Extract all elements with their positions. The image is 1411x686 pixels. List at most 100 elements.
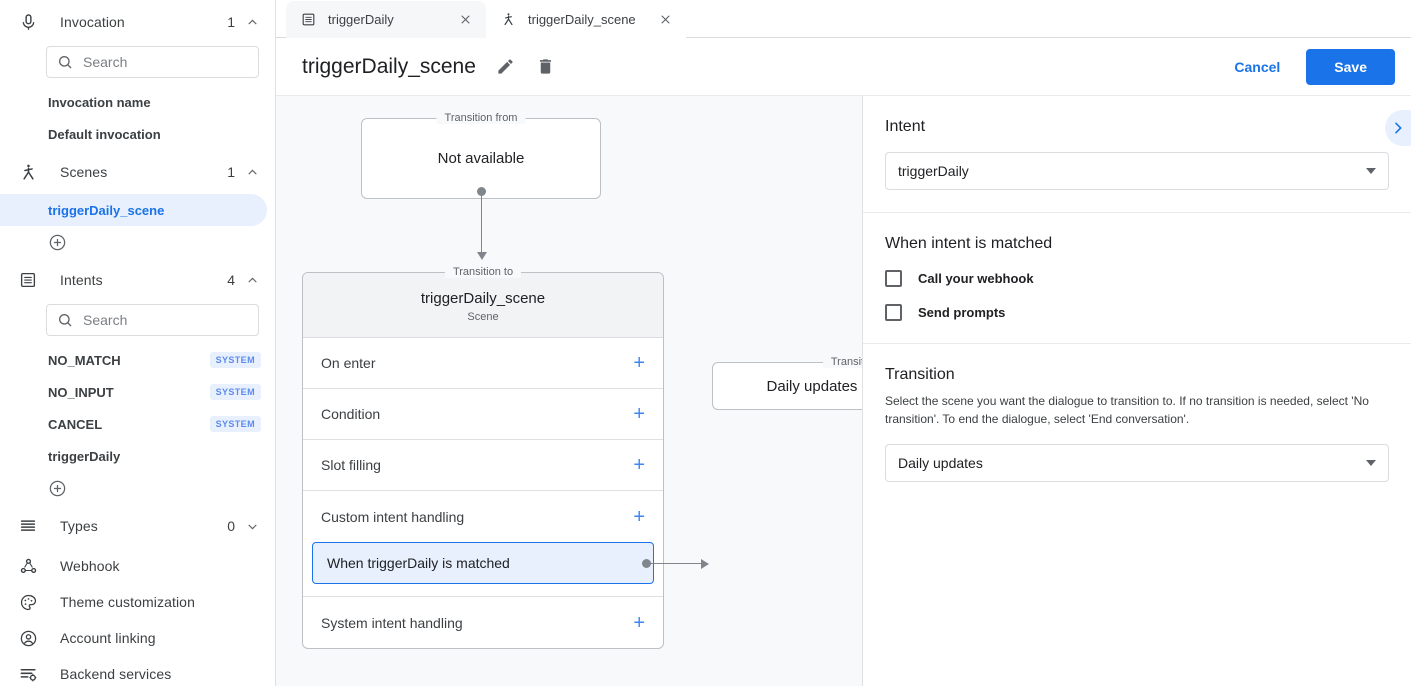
tab-triggerdaily-scene[interactable]: triggerDaily_scene (486, 1, 686, 38)
sidebar-item-webhook[interactable]: Webhook (0, 548, 275, 584)
connector-dot (642, 559, 651, 568)
sidebar-section-scenes-label: Scenes (60, 164, 108, 180)
sidebar-item-intent-label: NO_MATCH (48, 352, 121, 368)
close-icon[interactable] (458, 12, 474, 28)
transition-to-legend: Transition to (822, 356, 862, 368)
sidebar-section-types-label: Types (60, 518, 98, 534)
checkbox-label: Call your webhook (918, 271, 1034, 286)
add-plus-icon[interactable]: + (633, 403, 645, 425)
scene-row-label: On enter (321, 355, 376, 371)
transition-from-node[interactable]: Transition from Not available (361, 112, 601, 199)
invocation-search-input[interactable] (83, 54, 248, 70)
checkbox-send-prompts[interactable] (885, 304, 902, 321)
scene-row-condition[interactable]: Condition + (303, 389, 663, 440)
scene-node-card[interactable]: Transition to triggerDaily_scene Scene O… (302, 266, 664, 649)
transition-select[interactable]: Daily updates (885, 444, 1389, 482)
scene-row-system-intent-handling[interactable]: System intent handling + (303, 597, 663, 648)
chevron-down-icon[interactable] (245, 519, 259, 533)
checkbox-label: Send prompts (918, 305, 1006, 320)
collapse-panel-button[interactable] (1385, 110, 1411, 146)
intent-select[interactable]: triggerDaily (885, 152, 1389, 190)
sidebar-item-backend-services-label: Backend services (60, 666, 172, 682)
scene-row-slot-filling[interactable]: Slot filling + (303, 440, 663, 491)
scenes-icon (500, 12, 516, 28)
palette-icon (16, 590, 40, 614)
left-sidebar: Invocation 1 Invocation name Default inv… (0, 0, 276, 686)
scene-row-label: System intent handling (321, 614, 463, 631)
scene-row-label: Slot filling (321, 457, 381, 473)
add-plus-icon[interactable]: + (633, 505, 645, 528)
scene-node-title: triggerDaily_scene (420, 290, 546, 307)
sidebar-item-scene-triggerdaily-scene[interactable]: triggerDaily_scene (0, 194, 267, 226)
chevron-up-icon[interactable] (245, 165, 259, 179)
intents-search-box[interactable] (46, 304, 259, 336)
custom-intent-chip-wrap: When triggerDaily is matched (303, 542, 663, 596)
search-icon (58, 314, 72, 327)
add-plus-icon[interactable]: + (633, 454, 645, 476)
checkbox-call-your-webhook[interactable] (885, 270, 902, 287)
add-scene-row[interactable] (0, 226, 275, 258)
scene-row-on-enter[interactable]: On enter + (303, 338, 663, 389)
delete-trash-icon[interactable] (536, 57, 556, 77)
intent-handler-chip[interactable]: When triggerDaily is matched (312, 542, 654, 584)
add-plus-icon[interactable]: + (633, 611, 645, 634)
sidebar-item-account-linking-label: Account linking (60, 630, 156, 646)
sidebar-section-intents[interactable]: Intents 4 (0, 258, 275, 302)
webhook-icon (16, 554, 40, 578)
transition-section: Transition Select the scene you want the… (863, 344, 1411, 504)
account-icon (16, 626, 40, 650)
tab-triggerdaily-scene-label: triggerDaily_scene (528, 12, 636, 27)
cancel-button[interactable]: Cancel (1220, 51, 1294, 83)
save-button[interactable]: Save (1306, 48, 1395, 85)
add-circle-icon[interactable] (48, 479, 67, 498)
sidebar-item-intent-cancel[interactable]: CANCEL SYSTEM (0, 408, 275, 440)
sidebar-item-backend-services[interactable]: Backend services (0, 656, 275, 686)
chevron-right-icon (1395, 122, 1402, 134)
scene-node-subtitle: Scene (467, 311, 499, 323)
add-intent-row[interactable] (0, 472, 275, 504)
scene-group-custom-intent-handling: Custom intent handling + When triggerDai… (303, 491, 663, 597)
scene-graph-canvas[interactable]: Transition from Not available Transition… (276, 96, 863, 686)
scene-row-custom-intent-handling[interactable]: Custom intent handling + (303, 491, 663, 542)
transition-to-legend: Transition to (444, 266, 522, 278)
scene-node-header: triggerDaily_scene Scene (303, 273, 663, 338)
microphone-icon (16, 10, 40, 34)
sidebar-item-intent-no-input[interactable]: NO_INPUT SYSTEM (0, 376, 275, 408)
chevron-up-icon[interactable] (245, 15, 259, 29)
transition-to-daily-updates-node[interactable]: Transition to Daily updates (712, 356, 862, 410)
sidebar-item-account-linking[interactable]: Account linking (0, 620, 275, 656)
scene-header-bar: triggerDaily_scene Cancel Save (276, 38, 1411, 96)
sidebar-section-scenes-count: 1 (227, 164, 235, 180)
when-intent-matched-heading: When intent is matched (885, 235, 1053, 252)
sidebar-section-invocation[interactable]: Invocation 1 (0, 0, 275, 44)
chevron-down-icon (1366, 460, 1376, 466)
close-icon[interactable] (658, 12, 674, 28)
intent-select-value: triggerDaily (898, 163, 969, 179)
scene-row-label: Condition (321, 406, 381, 422)
edit-pencil-icon[interactable] (496, 57, 516, 77)
invocation-search-box[interactable] (46, 46, 259, 78)
work-area: Transition from Not available Transition… (276, 96, 1411, 686)
sidebar-item-intent-no-match[interactable]: NO_MATCH SYSTEM (0, 344, 275, 376)
sidebar-section-intents-count: 4 (227, 272, 235, 288)
transition-description: Select the scene you want the dialogue t… (885, 394, 1369, 426)
sidebar-section-types[interactable]: Types 0 (0, 504, 275, 548)
checkbox-row-call-your-webhook[interactable]: Call your webhook (885, 270, 1389, 287)
intent-heading: Intent (885, 118, 926, 135)
sidebar-item-theme-customization[interactable]: Theme customization (0, 584, 275, 620)
tab-triggerdaily[interactable]: triggerDaily (286, 1, 486, 38)
sidebar-item-intent-triggerdaily[interactable]: triggerDaily (0, 440, 275, 472)
sidebar-section-scenes[interactable]: Scenes 1 (0, 150, 275, 194)
connector-line-vertical (481, 192, 482, 254)
sidebar-item-invocation-name[interactable]: Invocation name (0, 86, 275, 118)
checkbox-row-send-prompts[interactable]: Send prompts (885, 304, 1389, 321)
add-plus-icon[interactable]: + (633, 352, 645, 374)
chevron-up-icon[interactable] (245, 273, 259, 287)
intents-icon (300, 12, 316, 28)
intents-search-input[interactable] (83, 312, 248, 328)
sidebar-item-default-invocation[interactable]: Default invocation (0, 118, 275, 150)
add-circle-icon[interactable] (48, 233, 67, 252)
chevron-down-icon (1366, 168, 1376, 174)
sidebar-section-types-count: 0 (227, 518, 235, 534)
intents-search-wrap (0, 302, 275, 344)
